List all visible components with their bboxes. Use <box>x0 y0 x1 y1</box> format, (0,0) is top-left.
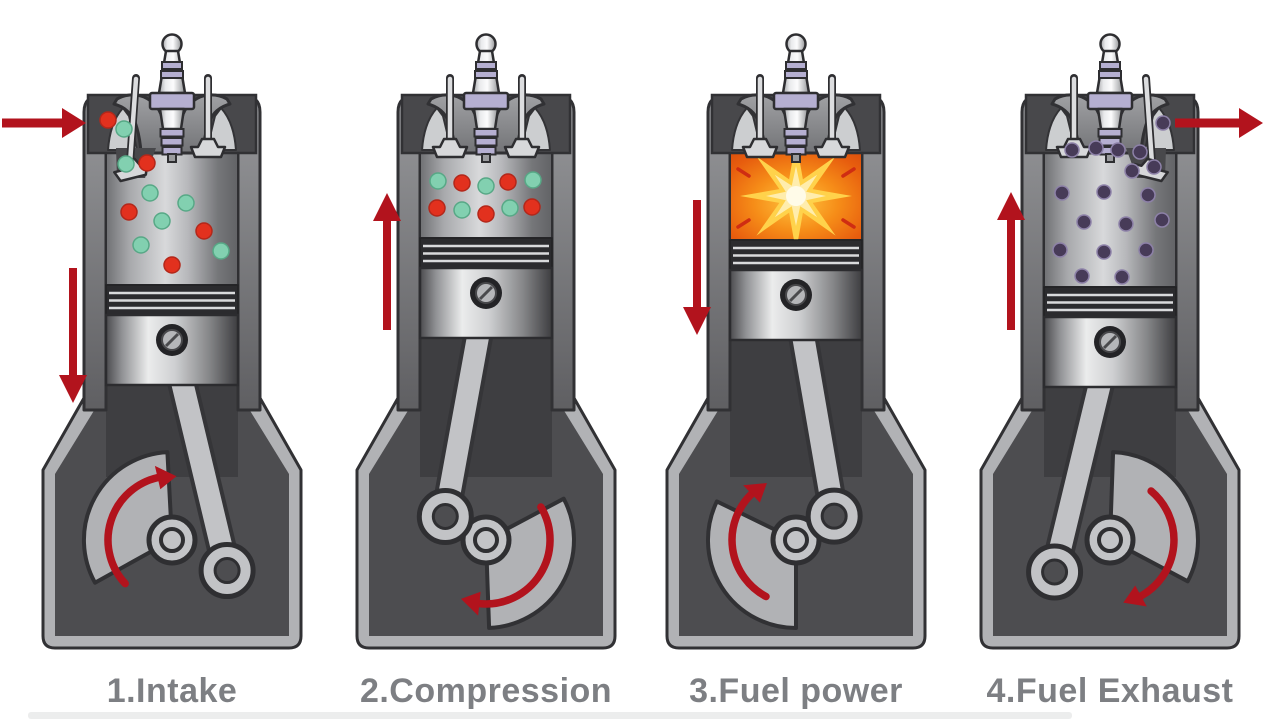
spark-plug <box>772 33 820 163</box>
panel-label-compression: 2.Compression <box>360 672 612 710</box>
intake-valve <box>431 74 469 159</box>
piston-pin <box>470 277 502 309</box>
engine-panel-exhaust <box>979 33 1263 650</box>
spark-plug <box>1086 33 1134 163</box>
bottom-strip <box>28 712 1072 719</box>
gas-particles <box>1052 115 1171 285</box>
piston-motion-arrow <box>997 192 1025 330</box>
piston-motion-arrow <box>683 200 711 335</box>
panel-label-intake: 1.Intake <box>107 672 238 710</box>
rotation-arrow <box>1123 487 1178 607</box>
exhaust-valve <box>503 74 541 159</box>
exhaust-flow-arrow <box>1175 108 1263 138</box>
spark-plug <box>148 33 196 163</box>
intake-valve <box>741 74 779 159</box>
engine-panel-power <box>665 33 927 650</box>
panel-label-exhaust: 4.Fuel Exhaust <box>987 672 1234 710</box>
intake-flow-arrow <box>2 108 86 138</box>
explosion <box>736 140 856 252</box>
exhaust-valve <box>189 74 227 159</box>
exhaust-valve <box>813 74 851 159</box>
spark-plug <box>462 33 510 163</box>
panel-label-power: 3.Fuel power <box>689 672 903 710</box>
piston-pin <box>156 324 188 356</box>
engine-panel-intake <box>2 33 303 650</box>
piston-pin <box>1094 326 1126 358</box>
cylinder-walls <box>706 94 886 412</box>
panel-labels: 1.Intake 2.Compression 3.Fuel power 4.Fu… <box>107 672 1234 710</box>
gas-particles <box>428 171 542 223</box>
rotation-arrow <box>104 465 177 588</box>
engine-panel-compression <box>355 33 617 650</box>
piston-motion-arrow <box>59 268 87 403</box>
piston-motion-arrow <box>373 193 401 330</box>
piston-pin <box>780 279 812 311</box>
rotation-arrow <box>728 483 770 601</box>
gas-particles <box>99 111 230 274</box>
rotation-arrow <box>461 503 554 616</box>
